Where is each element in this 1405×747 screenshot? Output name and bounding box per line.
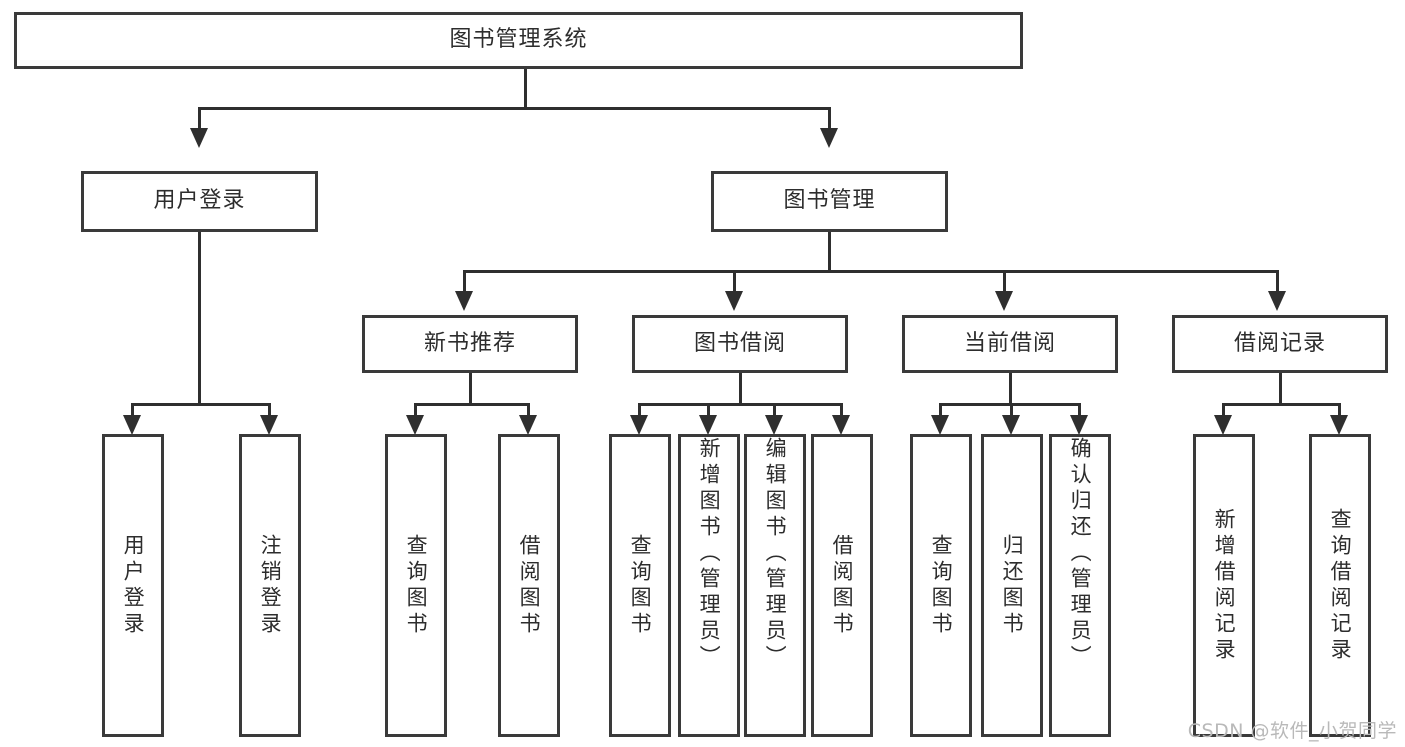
connector-current-drop-2 (1010, 403, 1013, 417)
connector-level3-bus (463, 270, 1279, 273)
arrow-to-leaf-current-query-book (931, 415, 949, 435)
leaf-recommend-query-book[interactable]: 查询图书 (385, 434, 447, 737)
leaf-record-query[interactable]: 查询借阅记录 (1309, 434, 1371, 737)
connector-current-stem (1009, 373, 1012, 405)
node-label: 借阅记录 (1233, 330, 1326, 356)
connector-book-management-stem (828, 232, 831, 272)
connector-user-login-drop-2 (268, 403, 271, 417)
connector-borrow-drop-3 (773, 403, 776, 417)
node-label: 新书推荐 (423, 330, 516, 356)
node-label: 查询图书 (628, 533, 653, 638)
node-label: 图书借阅 (693, 330, 786, 356)
leaf-current-query-book[interactable]: 查询图书 (910, 434, 972, 737)
connector-borrow-drop-2 (707, 403, 710, 417)
node-label: 用户登录 (153, 188, 246, 214)
connector-borrow-stem (739, 373, 742, 405)
arrow-to-leaf-record-query (1330, 415, 1348, 435)
node-label: 注销登录 (258, 533, 283, 638)
arrow-to-leaf-recommend-borrow-book (519, 415, 537, 435)
connector-record-bus (1222, 403, 1341, 406)
leaf-borrow-edit-book[interactable]: 编辑图书（管理员） (744, 434, 806, 737)
arrow-to-new-book-recommend (455, 291, 473, 311)
node-label: 归还图书 (1000, 533, 1025, 638)
node-borrow-record[interactable]: 借阅记录 (1172, 315, 1388, 373)
leaf-logout[interactable]: 注销登录 (239, 434, 301, 737)
connector-current-drop-3 (1078, 403, 1081, 417)
connector-recommend-drop-2 (527, 403, 530, 417)
connector-record-stem (1279, 373, 1282, 405)
arrow-to-leaf-borrow-query-book (630, 415, 648, 435)
node-label: 当前借阅 (963, 330, 1056, 356)
node-book-borrow[interactable]: 图书借阅 (632, 315, 848, 373)
node-label: 编辑图书（管理员） (763, 437, 788, 671)
connector-level3-drop-3 (1003, 270, 1006, 292)
connector-recommend-bus (414, 403, 530, 406)
connector-level3-drop-1 (463, 270, 466, 292)
node-label: 借阅图书 (830, 533, 855, 638)
leaf-current-return-book[interactable]: 归还图书 (981, 434, 1043, 737)
node-label: 查询借阅记录 (1328, 507, 1353, 664)
connector-recommend-drop-1 (414, 403, 417, 417)
connector-root-stem (524, 69, 527, 109)
connector-user-login-stem (198, 232, 201, 404)
leaf-record-add[interactable]: 新增借阅记录 (1193, 434, 1255, 737)
connector-level1-drop-left (198, 107, 201, 129)
connector-user-login-bus (131, 403, 271, 406)
connector-recommend-stem (469, 373, 472, 405)
leaf-borrow-add-book[interactable]: 新增图书（管理员） (678, 434, 740, 737)
arrow-to-leaf-current-confirm-return (1070, 415, 1088, 435)
leaf-borrow-borrow-book[interactable]: 借阅图书 (811, 434, 873, 737)
leaf-borrow-query-book[interactable]: 查询图书 (609, 434, 671, 737)
node-label: 确认归还（管理员） (1068, 437, 1093, 671)
leaf-user-login[interactable]: 用户登录 (102, 434, 164, 737)
arrow-to-leaf-recommend-query-book (406, 415, 424, 435)
arrow-to-book-borrow (725, 291, 743, 311)
node-root-book-management-system[interactable]: 图书管理系统 (14, 12, 1023, 69)
connector-level1-drop-right (828, 107, 831, 129)
connector-current-drop-1 (939, 403, 942, 417)
node-book-management[interactable]: 图书管理 (711, 171, 948, 232)
arrow-to-leaf-borrow-borrow-book (832, 415, 850, 435)
node-label: 借阅图书 (517, 533, 542, 638)
connector-user-login-drop-1 (131, 403, 134, 417)
connector-level3-drop-4 (1276, 270, 1279, 292)
leaf-current-confirm-return[interactable]: 确认归还（管理员） (1049, 434, 1111, 737)
arrow-to-leaf-borrow-add-book (699, 415, 717, 435)
node-current-borrow[interactable]: 当前借阅 (902, 315, 1118, 373)
arrow-to-user-login (190, 128, 208, 148)
connector-borrow-bus (638, 403, 843, 406)
connector-level3-drop-2 (733, 270, 736, 292)
node-label: 查询图书 (404, 533, 429, 638)
node-label: 查询图书 (929, 533, 954, 638)
connector-record-drop-2 (1338, 403, 1341, 417)
arrow-to-leaf-logout (260, 415, 278, 435)
arrow-to-borrow-record (1268, 291, 1286, 311)
node-new-book-recommend[interactable]: 新书推荐 (362, 315, 578, 373)
watermark-text: CSDN @软件_小贺同学 (1187, 720, 1397, 742)
connector-borrow-drop-4 (840, 403, 843, 417)
arrow-to-leaf-record-add (1214, 415, 1232, 435)
connector-level1-bus (198, 107, 831, 110)
connector-record-drop-1 (1222, 403, 1225, 417)
connector-borrow-drop-1 (638, 403, 641, 417)
node-user-login[interactable]: 用户登录 (81, 171, 318, 232)
node-label: 图书管理 (783, 188, 876, 214)
arrow-to-leaf-user-login (123, 415, 141, 435)
arrow-to-leaf-current-return-book (1002, 415, 1020, 435)
arrow-to-book-management (820, 128, 838, 148)
arrow-to-current-borrow (995, 291, 1013, 311)
node-label: 新增图书（管理员） (697, 437, 722, 671)
node-label: 用户登录 (121, 533, 146, 638)
leaf-recommend-borrow-book[interactable]: 借阅图书 (498, 434, 560, 737)
node-label: 图书管理系统 (449, 27, 588, 53)
node-label: 新增借阅记录 (1212, 507, 1237, 664)
arrow-to-leaf-borrow-edit-book (765, 415, 783, 435)
